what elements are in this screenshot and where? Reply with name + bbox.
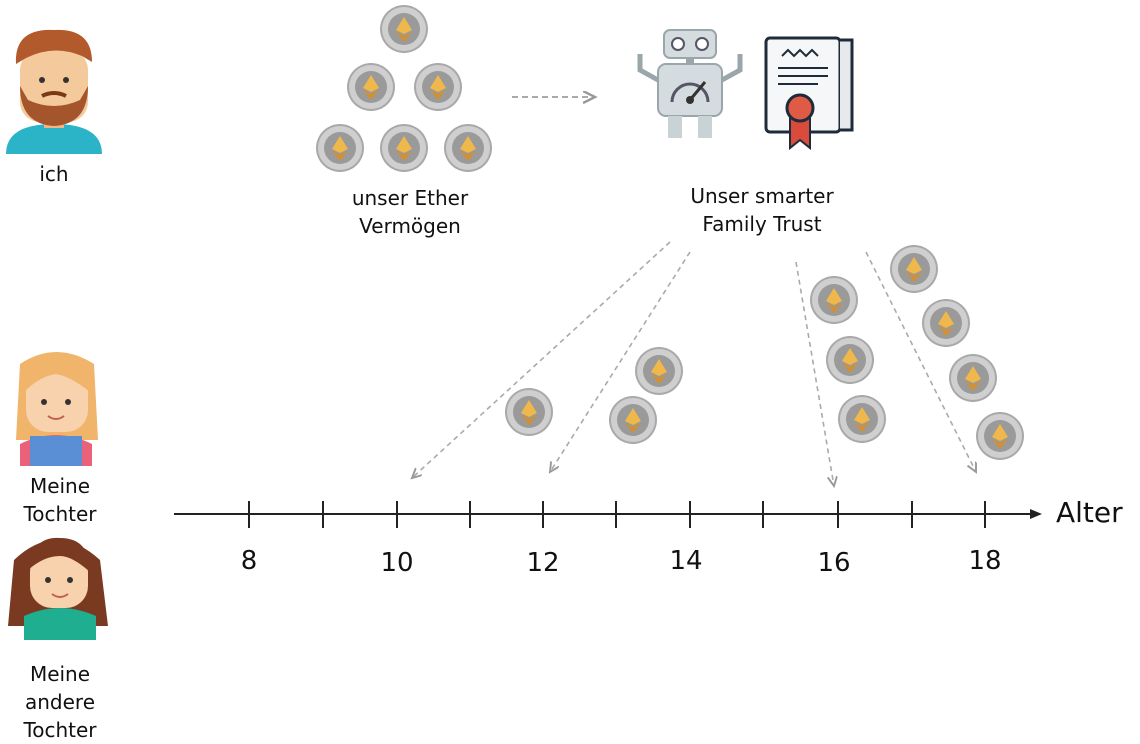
axis-label-age: Alter	[1056, 496, 1123, 529]
age-axis	[174, 501, 1042, 528]
ether-coin-icon	[380, 124, 428, 172]
tick-label: 16	[817, 548, 851, 578]
label-daughter-2: Meine andere Tochter	[23, 662, 97, 742]
distributed-coins	[505, 245, 1024, 460]
ether-coin-icon	[347, 63, 395, 111]
tick-label: 12	[526, 548, 560, 578]
ether-coin-icon	[922, 299, 970, 347]
girl-avatar-icon	[8, 537, 108, 640]
ether-coin-icon	[414, 63, 462, 111]
ether-coin-icon	[949, 354, 997, 402]
ether-coin-icon	[609, 396, 657, 444]
certificate-icon	[764, 36, 854, 151]
ether-coin-icon	[635, 347, 683, 395]
label-ether-assets: unser Ether Vermögen	[351, 186, 469, 238]
ether-coin-icon	[838, 395, 886, 443]
ether-coin-icon	[826, 336, 874, 384]
tick-label: 18	[968, 546, 1002, 576]
ether-coin-icon	[810, 276, 858, 324]
label-me: ich	[39, 162, 69, 186]
label-daughter-1: Meine Tochter	[23, 474, 97, 526]
ether-pyramid	[316, 5, 492, 172]
tick-label: 10	[380, 548, 414, 578]
ether-coin-icon	[316, 124, 364, 172]
label-smart-trust: Unser smarter Family Trust	[690, 184, 834, 236]
girl-avatar-icon	[16, 352, 98, 466]
robot-icon	[637, 29, 743, 138]
man-avatar-icon	[6, 29, 102, 154]
ether-coin-icon	[505, 388, 553, 436]
ether-coin-icon	[890, 245, 938, 293]
ether-coin-icon	[380, 5, 428, 53]
ether-coin-icon	[976, 412, 1024, 460]
tick-label: 14	[669, 546, 703, 576]
distribution-arrows	[412, 241, 976, 486]
ether-coin-icon	[444, 124, 492, 172]
tick-label: 8	[240, 546, 258, 576]
